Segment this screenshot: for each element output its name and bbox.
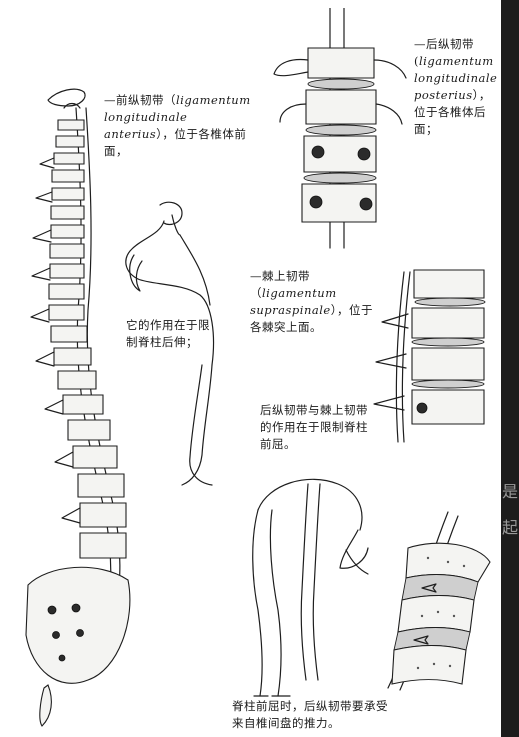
caption-supraspinal-ligament: —棘上韧带（ligamentum supraspinale），位于各棘突上面。: [250, 269, 373, 334]
supraspinal-ligament-latin: ligamentum supraspinale: [250, 286, 337, 317]
anterior-ligament-desc: ），位于各椎体前面，: [104, 127, 247, 158]
page-edge-strip: 是 起: [501, 0, 519, 737]
caption-disc-push: 脊柱前屈时，后纵韧带要承受来自椎间盘的推力。: [232, 699, 388, 730]
anterior-ligament-name: 前纵韧带（: [116, 93, 176, 107]
flexion-figure: [252, 478, 369, 697]
coccyx: [39, 684, 52, 727]
supraspinal-illustration: [373, 269, 486, 443]
caption-flexion: 后纵韧带与棘上韧带的作用在于限制脊柱前屈。: [260, 403, 368, 451]
bone-stipple: [416, 556, 466, 670]
spinous-processes: [30, 157, 81, 524]
posterior-ligament-desc: ），位于各椎体后面；: [414, 88, 491, 136]
edge-glyph-2: 起: [501, 518, 518, 537]
caption-extension: 它的作用在于限制脊柱后伸；: [126, 318, 210, 349]
vertebral-bodies: [301, 47, 377, 223]
spine-illustration: [25, 88, 131, 727]
supraspinal-ligament-name: 棘上韧带（: [250, 269, 310, 300]
posterior-ligament-name: 后纵韧带: [426, 37, 474, 51]
vertebra-stack: [48, 119, 127, 559]
anterior-ligament-latin: ligamentum longitudinale anterius: [104, 93, 251, 141]
caption-posterior-ligament: —后纵韧带(ligamentum longitudinale posterius…: [414, 37, 498, 136]
caption-anterior-ligament: —前纵韧带（ligamentum longitudinale anterius）…: [104, 93, 251, 158]
posterior-ligament-illustration: [273, 8, 407, 249]
sacrum: [25, 566, 131, 684]
extension-figure: [125, 201, 215, 486]
posterior-ligament-latin: ligamentum longitudinale posterius: [414, 54, 498, 102]
supraspinal-vertebrae: [411, 269, 486, 425]
edge-glyph-1: 是: [501, 482, 518, 501]
disc-section-illustration: [387, 511, 491, 691]
supraspinal-ligament-desc: ），位于各棘突上面。: [250, 303, 373, 334]
